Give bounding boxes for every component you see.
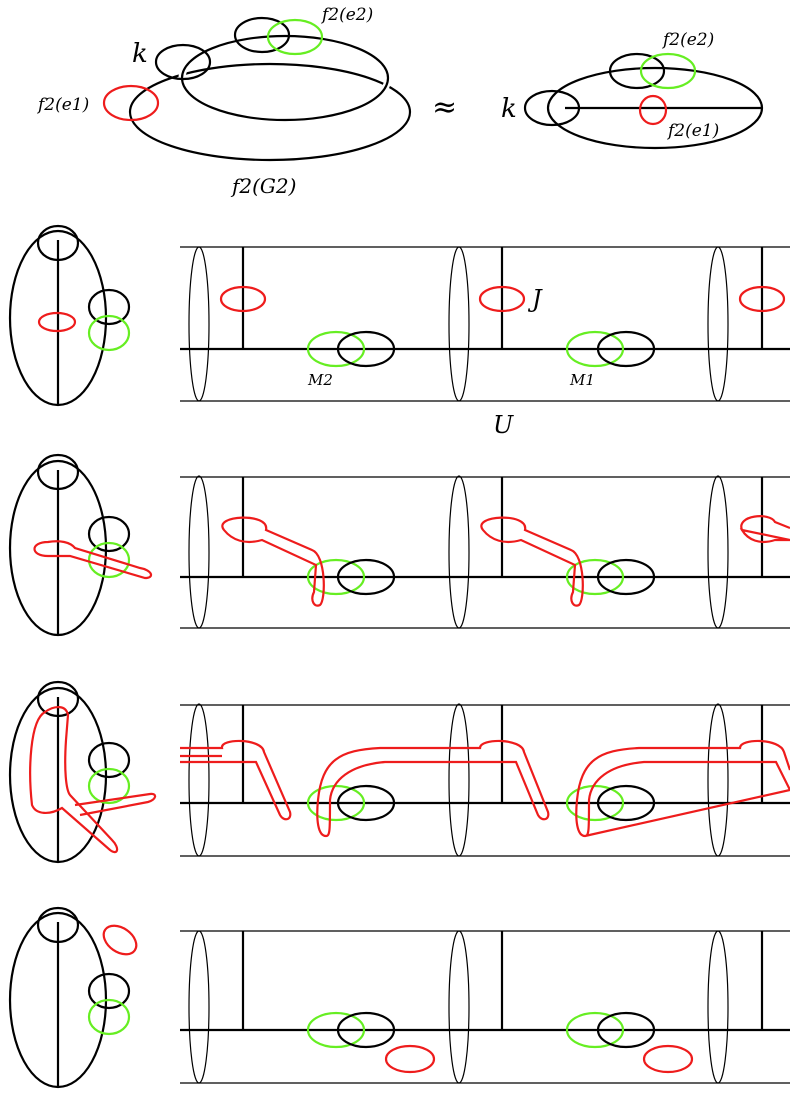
label-U: U — [493, 411, 514, 439]
meridian-top — [233, 16, 291, 54]
red-loop-f2-e1-right — [638, 94, 668, 126]
label-f2-e2-right: f2(e2) — [661, 30, 714, 50]
row-3-left-diagram — [8, 680, 157, 864]
approx-symbol: ≈ — [432, 90, 457, 125]
green-loop-f2-e2-right — [639, 52, 697, 90]
meridian-k-left — [154, 43, 212, 81]
inner-loop — [180, 34, 390, 122]
meridian-k-right — [523, 89, 581, 127]
label-f2-e1-left: f2(e1) — [36, 95, 89, 115]
row-2-cylinder-diagram — [180, 475, 790, 629]
label-M2: M2 — [307, 371, 333, 389]
label-k-right: k — [501, 94, 517, 124]
row-1-cylinder-diagram: J M2 M1 U — [180, 246, 790, 439]
label-M1: M1 — [569, 371, 595, 389]
outer-loop-f2-G2 — [128, 62, 412, 162]
label-f2-e2-left: f2(e2) — [320, 5, 373, 25]
row-4-cylinder-diagram — [180, 930, 790, 1084]
top-left-diagram: k f2(e2) f2(e1) f2(G2) — [36, 5, 412, 198]
label-k-left: k — [132, 39, 148, 69]
row-3-cylinder-diagram — [180, 703, 790, 857]
row-2-left-diagram — [8, 453, 153, 637]
meridian-top-right — [608, 52, 666, 90]
label-f2-e1-right: f2(e1) — [666, 121, 719, 141]
red-loop-f2-e1-left — [102, 84, 160, 122]
top-right-diagram: k f2(e2) f2(e1) — [501, 30, 764, 150]
label-J: J — [527, 285, 543, 313]
label-f2-G2: f2(G2) — [230, 174, 296, 198]
row-4-left-diagram — [8, 906, 138, 1089]
row-1-left-diagram — [8, 224, 131, 407]
green-loop-f2-e2-left — [266, 18, 324, 56]
